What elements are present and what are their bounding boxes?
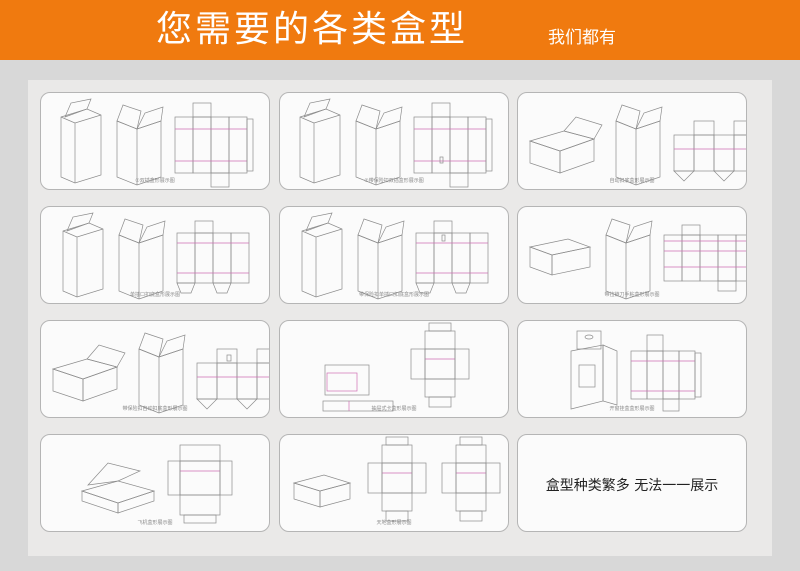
box-type-card: 带保险扣自动扣底盒形展示图 — [40, 320, 270, 418]
box-illustration — [570, 330, 702, 412]
card-caption: 自动扣底盒形展示图 — [609, 178, 655, 184]
card-caption: ①双插盒形展示图 — [135, 178, 175, 184]
card-caption: 飞机盒形展示图 — [137, 520, 173, 526]
card-caption: 带保险扣自动扣底盒形展示图 — [122, 406, 188, 412]
box-type-card: 带保险扣单插口扣底盒形展示图 — [279, 206, 509, 304]
box-illustration — [299, 98, 493, 188]
box-illustration — [301, 212, 489, 300]
box-type-card: 开窗挂盒盒形展示图 — [517, 320, 747, 418]
box-type-card: ②带保险扣双插盒形展示图 — [279, 92, 509, 190]
box-type-card: 抽屉式卡盒形展示图 — [279, 320, 509, 418]
box-illustration — [62, 212, 250, 300]
box-illustration — [80, 444, 233, 524]
box-illustration — [60, 98, 254, 188]
box-illustration — [51, 332, 269, 414]
box-type-card: ①双插盒形展示图 — [40, 92, 270, 190]
box-type-card: 自动扣底盒形展示图 — [517, 92, 747, 190]
box-illustration — [528, 218, 746, 300]
box-illustration — [292, 436, 501, 522]
card-caption: 天地盒形展示图 — [376, 520, 412, 526]
box-type-card: 飞机盒形展示图 — [40, 434, 270, 532]
box-type-card: 单插口扣底盒形展示图 — [40, 206, 270, 304]
banner-title: 您需要的各类盒型 — [156, 9, 469, 50]
box-type-card: 天地盒形展示图 — [279, 434, 509, 532]
box-illustration — [528, 104, 746, 186]
card-caption: ②带保险扣双插盒形展示图 — [364, 178, 424, 184]
card-caption: 带保险扣单插口扣底盒形展示图 — [358, 292, 429, 298]
banner-subtitle: 我们都有 — [548, 28, 616, 48]
more-types-note: 盒型种类繁多 无法一一展示 — [545, 478, 719, 494]
box-illustration — [322, 322, 470, 412]
card-caption: 开窗挂盒盒形展示图 — [609, 406, 655, 412]
header-banner: 您需要的各类盒型 我们都有 — [0, 0, 800, 60]
box-type-card: 盒型种类繁多 无法一一展示 — [517, 434, 747, 532]
card-caption: 带拉链刀手粘盒形展示图 — [604, 292, 660, 298]
card-caption: 抽屉式卡盒形展示图 — [371, 406, 417, 412]
box-type-card: 带拉链刀手粘盒形展示图 — [517, 206, 747, 304]
card-caption: 单插口扣底盒形展示图 — [129, 292, 180, 298]
